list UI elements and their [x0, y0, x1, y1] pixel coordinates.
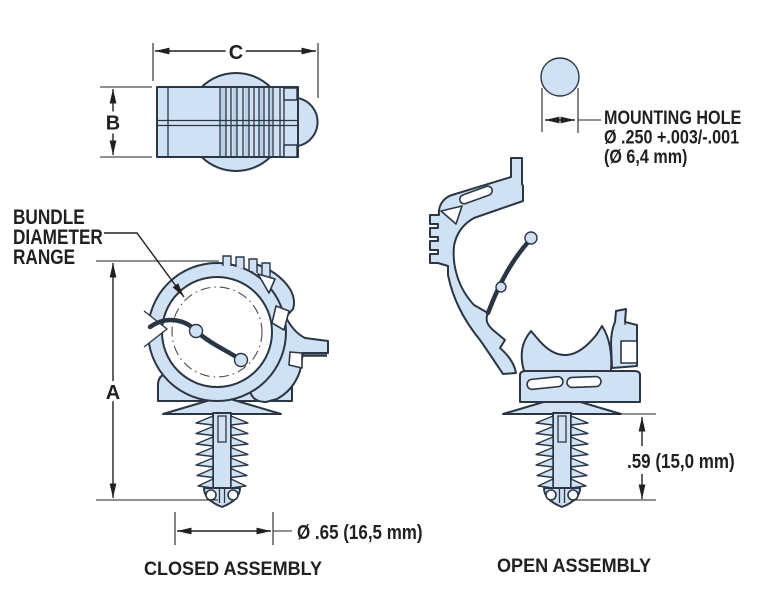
- latch-notch-bottom: [283, 144, 298, 158]
- dim-c: C: [152, 38, 319, 98]
- closed-assembly-caption: CLOSED ASSEMBLY: [144, 558, 323, 580]
- closed-push-pin: [162, 398, 282, 508]
- dim-pin-ext-lines: [574, 413, 656, 501]
- dim-a-label: A: [106, 382, 120, 404]
- latch-notch-top: [283, 87, 298, 101]
- open-cradle: [520, 325, 613, 372]
- dim-width-label: Ø .65 (16,5 mm): [297, 521, 423, 544]
- latch-cutout-triangle: [257, 273, 276, 294]
- strap-pivot: [188, 323, 204, 339]
- body-mid-lines: [157, 119, 298, 127]
- strap-pivot: [495, 281, 507, 293]
- latch-detail-line: [624, 311, 627, 326]
- latch-cutout-slot: [271, 305, 290, 331]
- bundle-leader-line: [104, 232, 185, 298]
- strap-pivot: [233, 352, 249, 368]
- bundle-note-line1: BUNDLE: [13, 207, 85, 230]
- clamp-ring: [147, 262, 287, 402]
- arm-cutout-triangle: [440, 205, 463, 225]
- arm-cutout-slot: [458, 185, 494, 205]
- bundle-diameter-circle: [171, 286, 263, 378]
- open-strap: [485, 238, 532, 316]
- strap-pivot: [524, 231, 538, 245]
- side-view: C B: [100, 38, 319, 172]
- ratchet-teeth: [222, 255, 271, 279]
- base-slot: [526, 375, 564, 391]
- ratchet-stripe-band: [219, 87, 274, 157]
- dim-pin-label: .59 (15,0 mm): [627, 450, 735, 473]
- hinge-notch: [143, 310, 169, 348]
- base-slot: [566, 375, 602, 389]
- latch-cutout-notch: [288, 351, 303, 369]
- closed-assembly-dims: A BUNDLE DIAMETER RANGE Ø .65 (16,5 mm) …: [13, 207, 423, 580]
- latch-pocket: [620, 340, 638, 364]
- open-assembly-caption: OPEN ASSEMBLY: [497, 555, 652, 577]
- side-view-body: [156, 86, 299, 158]
- end-dome: [297, 97, 319, 147]
- open-assembly-dims: .59 (15,0 mm) OPEN ASSEMBLY: [497, 413, 735, 577]
- dim-b-label: B: [106, 113, 120, 135]
- dim-b: B: [100, 86, 152, 158]
- dim-c-label: C: [229, 42, 243, 64]
- mounting-hole-ext-lines: [541, 88, 579, 133]
- hinge-notch-fill: [144, 311, 167, 347]
- mounting-hole-metric: (Ø 6,4 mm): [604, 146, 687, 168]
- mounting-hole-title: MOUNTING HOLE: [604, 107, 741, 129]
- bundle-note-line2: DIAMETER: [13, 227, 103, 250]
- mounting-hole-view: MOUNTING HOLE Ø .250 +.003/-.001 (Ø 6,4 …: [540, 57, 741, 168]
- mounting-hole-circle: [540, 57, 580, 97]
- closed-assembly-view: [143, 255, 329, 508]
- dim-width-ext-lines: [174, 512, 274, 545]
- open-assembly-view: [429, 157, 641, 508]
- bundle-note-line3: RANGE: [13, 247, 75, 270]
- open-push-pin: [502, 398, 622, 508]
- mounting-hole-spec: Ø .250 +.003/-.001: [604, 126, 739, 148]
